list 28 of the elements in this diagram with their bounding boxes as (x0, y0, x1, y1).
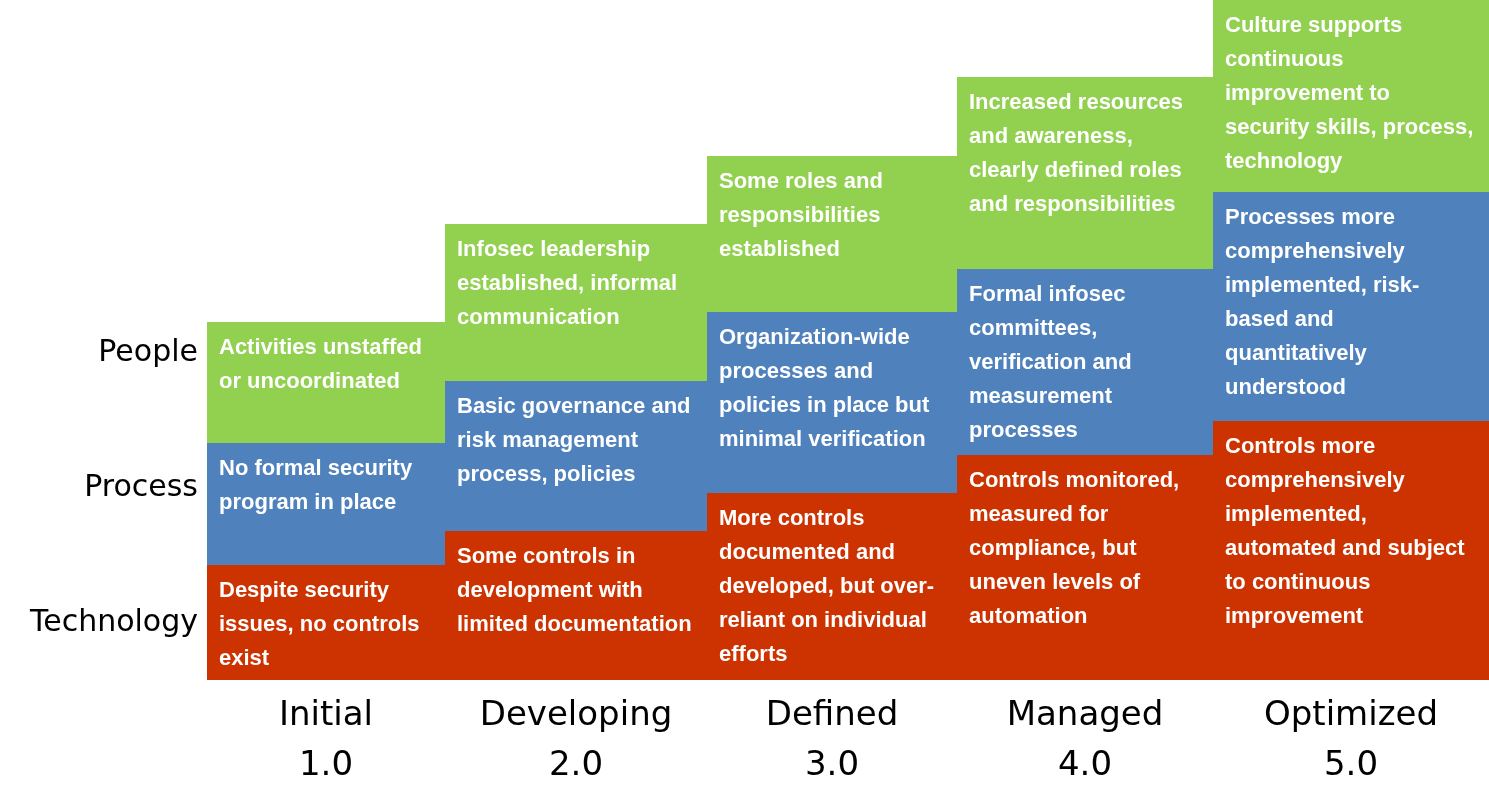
level-number: 5.0 (1323, 743, 1379, 783)
level-name: Developing (479, 693, 673, 733)
row-label: Technology (29, 603, 198, 638)
people-practice-box: Culture supports continuous improvement to security skills, process, technology (1213, 0, 1489, 192)
people-practice-box: Some roles and responsibilities established (707, 156, 957, 312)
process-practice-box: Basic governance and risk management process, policies (445, 381, 707, 531)
process-practice-box: Organization-wide processes and policies in place but minimal verification (707, 312, 957, 493)
people-practice-box: Increased resources and awareness, clearly defined roles and responsibilities (957, 77, 1213, 269)
process-practice-box: No formal security program in place (207, 443, 445, 565)
technology-practice-box: Despite security issues, no controls exist (207, 565, 445, 680)
people-practice-box: Activities unstaffed or uncoordinated (207, 322, 445, 443)
level-number: 4.0 (1057, 743, 1113, 783)
level-name: Defined (765, 693, 899, 733)
technology-practice-box: Controls more comprehensively implemented, automated and subject to continuous improvement (1213, 421, 1489, 680)
level-name: Optimized (1264, 693, 1438, 733)
technology-practice-box: Some controls in development with limited documentation (445, 531, 707, 680)
people-practice-box: Infosec leadership established, informal communication (445, 224, 707, 381)
technology-practice-box: Controls monitored, measured for compliance, but uneven levels of automation (957, 455, 1213, 680)
technology-practice-box: More controls documented and developed, but over-reliant on individual efforts (707, 493, 957, 680)
level-number: 3.0 (804, 743, 860, 783)
level-name: Initial (278, 693, 374, 733)
level-name: Managed (1006, 693, 1164, 733)
level-number: 1.0 (298, 743, 354, 783)
process-practice-box: Formal infosec committees, verification and measurement processes (957, 269, 1213, 455)
row-label: People (98, 333, 198, 368)
level-number: 2.0 (548, 743, 604, 783)
row-label: Process (84, 468, 198, 503)
process-practice-box: Processes more comprehensively implemented, risk-based and quantitatively understood (1213, 192, 1489, 421)
